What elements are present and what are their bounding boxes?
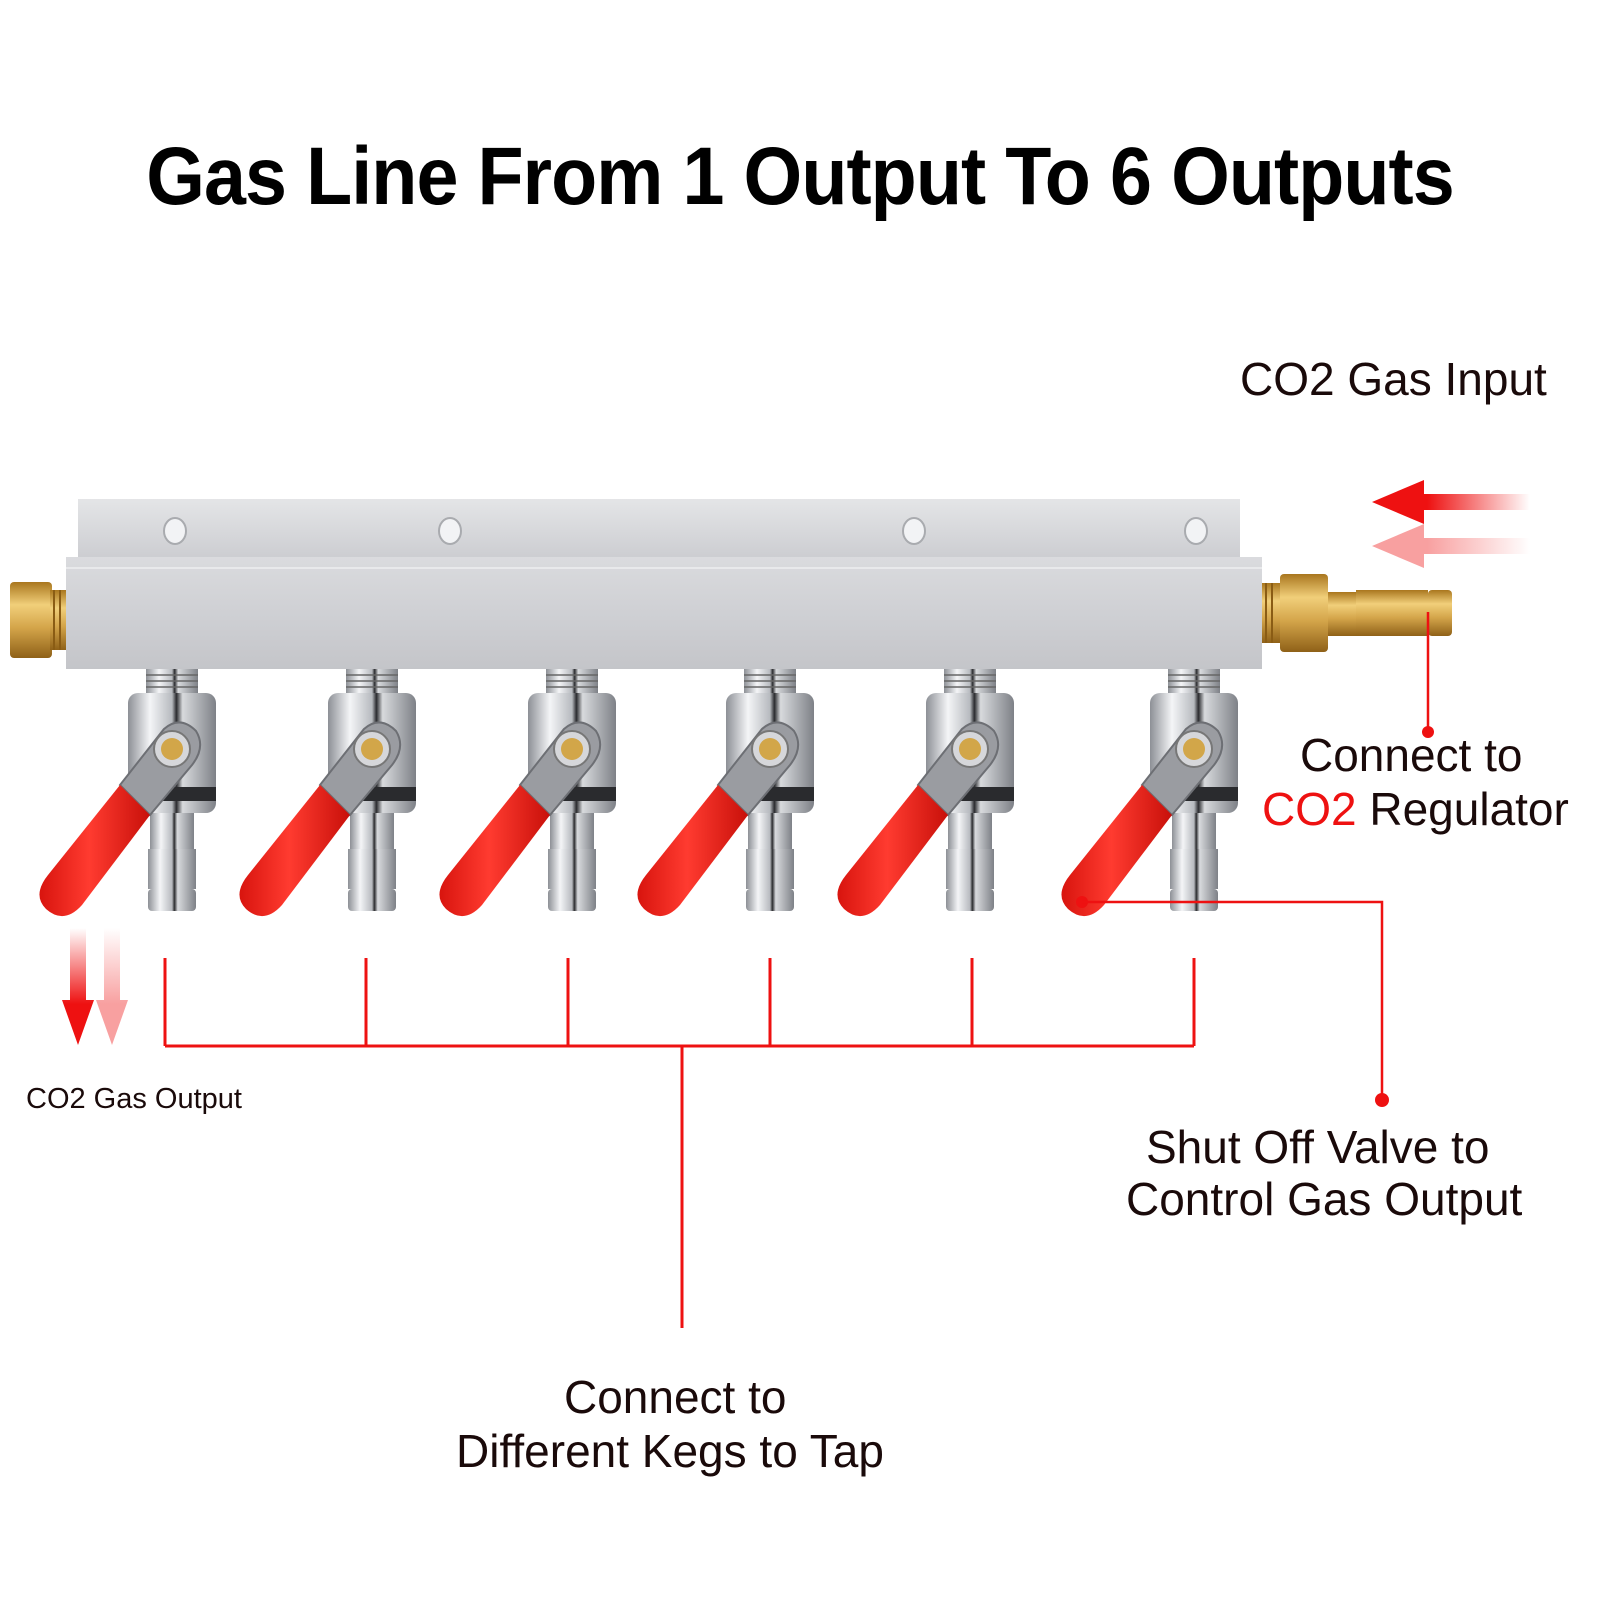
kegs-label-line1: Connect to <box>564 1371 787 1423</box>
kegs-bracket <box>163 958 1196 1328</box>
shutoff-valve <box>1060 668 1239 918</box>
input-arrows <box>1372 480 1530 568</box>
mounting-hole <box>902 517 926 545</box>
page-title: Gas Line From 1 Output To 6 Outputs <box>146 131 1454 222</box>
mounting-holes <box>163 517 1208 545</box>
mounting-hole <box>1184 517 1208 545</box>
output-arrows <box>62 928 128 1045</box>
inlet-barb <box>1262 574 1452 652</box>
kegs-label-line2: Different Kegs to Tap <box>456 1425 884 1477</box>
shutoff-label-line1: Shut Off Valve to <box>1146 1121 1490 1173</box>
gas-output-label: CO2 Gas Output <box>26 1083 242 1115</box>
shutoff-callout <box>1076 896 1389 1107</box>
gas-input-label: CO2 Gas Input <box>1240 353 1547 405</box>
co2-highlight: CO2 <box>1262 783 1357 835</box>
regulator-label-line1: Connect to <box>1300 729 1523 781</box>
mounting-hole <box>438 517 462 545</box>
end-plug <box>10 582 66 658</box>
shutoff-valve <box>438 668 617 918</box>
mounting-flange <box>78 499 1240 561</box>
shutoff-valve <box>238 668 417 918</box>
arrow-down-icon <box>62 928 94 1045</box>
arrow-left-icon <box>1372 524 1530 568</box>
shutoff-valve <box>636 668 815 918</box>
manifold-body <box>66 557 1262 669</box>
mounting-hole <box>163 517 187 545</box>
regulator-callout <box>1422 612 1434 738</box>
arrow-down-icon <box>96 928 128 1045</box>
valves <box>38 668 1239 918</box>
shutoff-label-line2: Control Gas Output <box>1126 1173 1523 1225</box>
shutoff-valve <box>836 668 1015 918</box>
shutoff-valve <box>38 668 217 918</box>
regulator-label-line2: CO2 Regulator <box>1262 783 1569 835</box>
arrow-left-icon <box>1372 480 1530 524</box>
